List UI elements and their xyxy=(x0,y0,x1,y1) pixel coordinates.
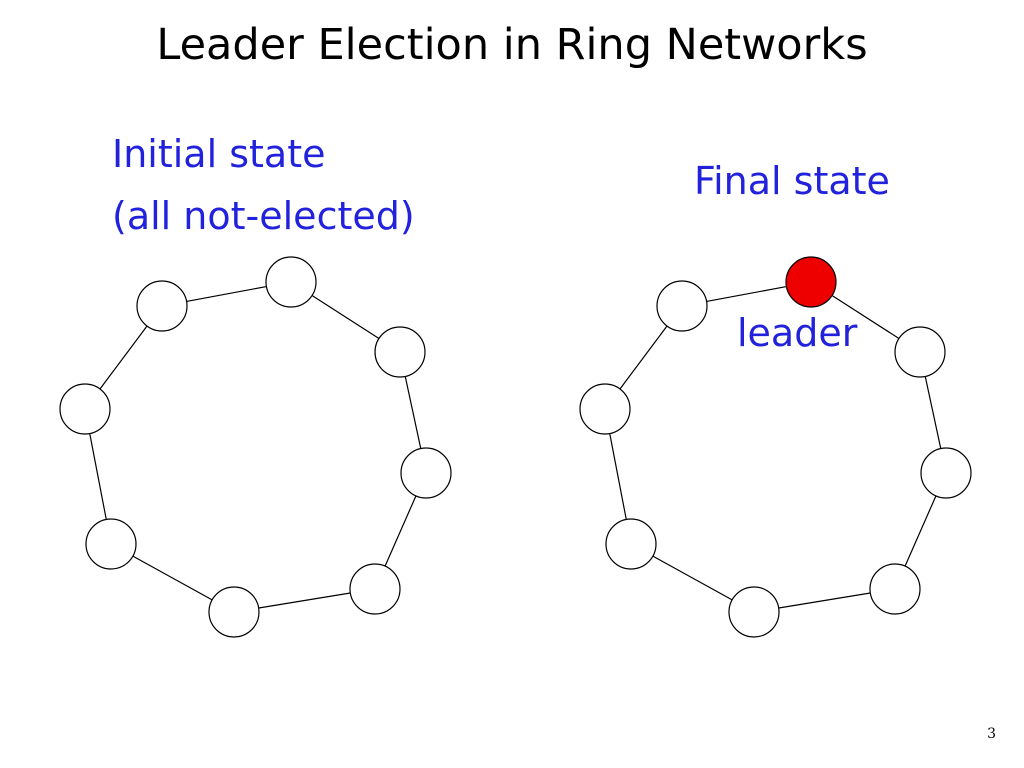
final-ring-edge xyxy=(831,295,900,339)
final-ring-edge xyxy=(706,285,787,303)
page-number: 3 xyxy=(987,726,996,742)
final-ring-edge xyxy=(904,495,937,567)
final-ring-node xyxy=(605,518,657,570)
initial-ring-edge xyxy=(99,325,148,390)
initial-ring-edge xyxy=(186,285,267,303)
initial-ring-node xyxy=(265,256,317,308)
final-ring-edge xyxy=(924,376,942,449)
initial-ring xyxy=(59,256,452,638)
initial-ring-edge xyxy=(89,433,107,520)
initial-ring-edge xyxy=(132,555,213,601)
final-ring-edge xyxy=(652,555,733,601)
initial-ring-node xyxy=(208,586,260,638)
final-ring-node xyxy=(920,447,972,499)
final-ring-node xyxy=(869,563,921,615)
initial-ring-edge xyxy=(311,295,380,339)
final-ring-edge xyxy=(619,325,668,390)
final-ring-edge xyxy=(609,433,627,520)
initial-state-label: Initial state xyxy=(112,132,326,176)
initial-ring-edge xyxy=(404,376,422,449)
initial-ring-node xyxy=(85,518,137,570)
initial-ring-node xyxy=(400,447,452,499)
final-ring-node xyxy=(894,326,946,378)
slide-title: Leader Election in Ring Networks xyxy=(156,20,868,70)
final-ring-leader-node xyxy=(785,256,837,308)
initial-state-caption: Initial state (all not-elected) xyxy=(112,123,415,247)
final-ring-node xyxy=(728,586,780,638)
final-state-caption: Final state xyxy=(694,159,890,203)
initial-ring-node xyxy=(59,383,111,435)
initial-ring-edge xyxy=(384,495,417,567)
initial-ring-node xyxy=(374,326,426,378)
initial-ring-node xyxy=(349,563,401,615)
final-ring-node xyxy=(579,383,631,435)
initial-state-note: (all not-elected) xyxy=(112,194,415,238)
final-ring-edge xyxy=(778,592,871,609)
leader-label: leader xyxy=(737,311,858,355)
final-ring xyxy=(579,256,972,638)
initial-ring-edge xyxy=(258,592,351,609)
final-ring-node xyxy=(656,280,708,332)
initial-ring-node xyxy=(136,280,188,332)
